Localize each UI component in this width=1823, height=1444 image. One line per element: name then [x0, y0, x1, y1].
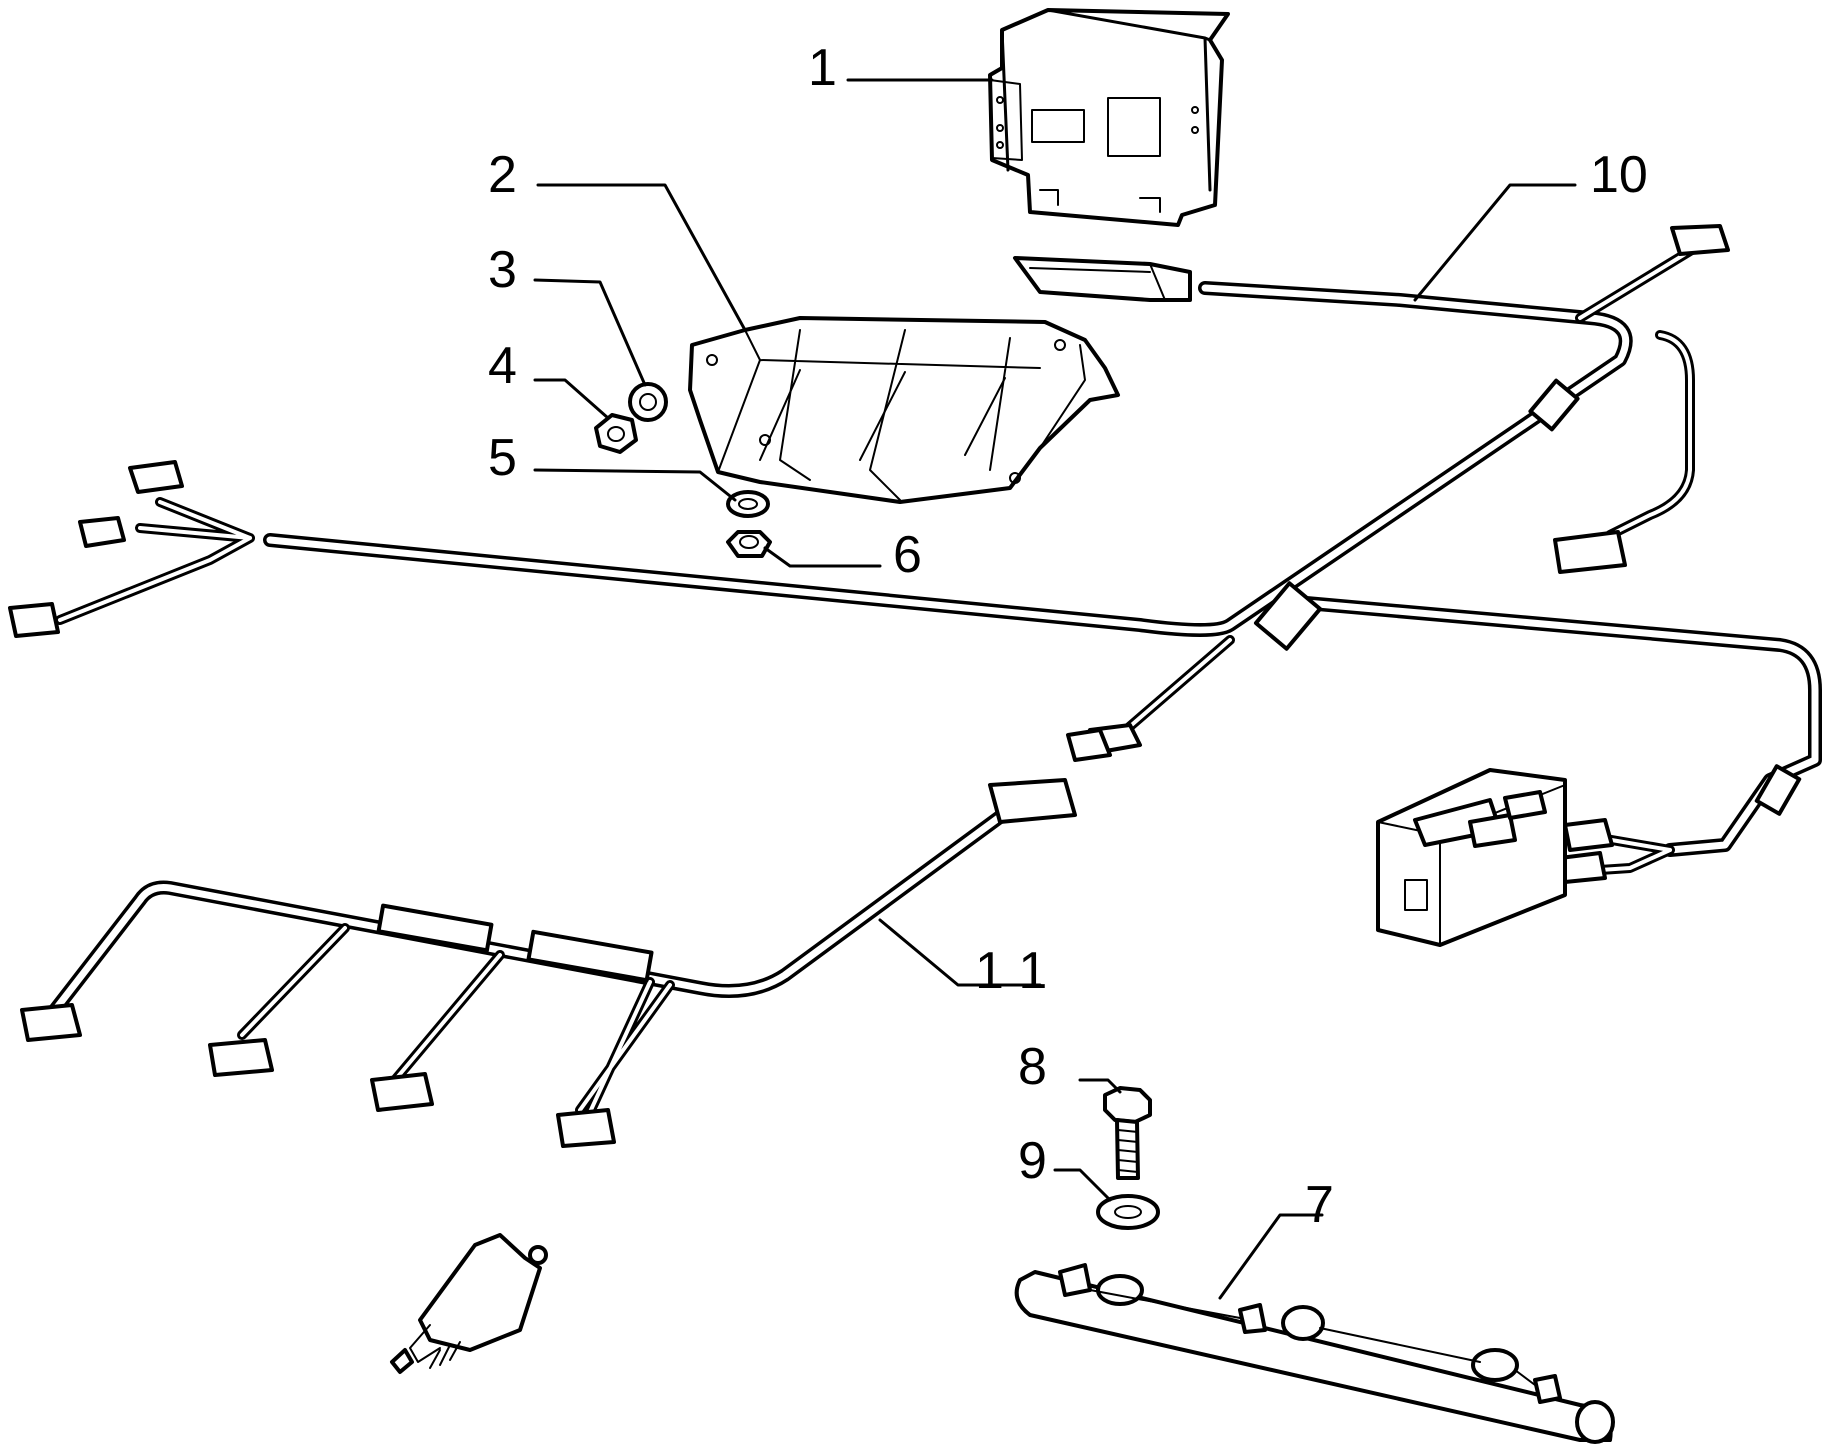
callout-3: 3	[488, 241, 517, 299]
callout-9: 9	[1018, 1132, 1047, 1190]
bolt-8	[1103, 1086, 1152, 1180]
sensor	[390, 1233, 548, 1374]
mounting-bracket	[688, 316, 1120, 504]
fuel-rail-7	[1014, 1263, 1615, 1444]
control-unit	[988, 8, 1230, 227]
wiring-harness-11	[48, 801, 1019, 1117]
nut-4	[594, 413, 638, 454]
callout-5: 5	[488, 429, 517, 487]
connector	[20, 778, 1077, 1148]
callout-11: 1 1	[975, 942, 1047, 1000]
callout-4: 4	[488, 337, 517, 395]
callout-6: 6	[893, 526, 922, 584]
relay-box	[1376, 768, 1567, 947]
leader-lines	[533, 78, 1577, 1300]
callout-1: 1	[808, 39, 837, 97]
wiring-harness-10	[55, 243, 1822, 875]
washer-3	[628, 382, 668, 422]
callout-10: 10	[1590, 146, 1648, 204]
callout-8: 8	[1018, 1038, 1047, 1096]
callout-2: 2	[488, 146, 517, 204]
connector	[8, 224, 1730, 884]
washer-5	[726, 490, 770, 518]
nut-6	[726, 530, 772, 558]
callout-labels: 1 2 3 4 5 6 7 8 9 10 1 1	[488, 39, 1648, 1234]
washer-9	[1096, 1194, 1160, 1230]
callout-7: 7	[1305, 1176, 1334, 1234]
